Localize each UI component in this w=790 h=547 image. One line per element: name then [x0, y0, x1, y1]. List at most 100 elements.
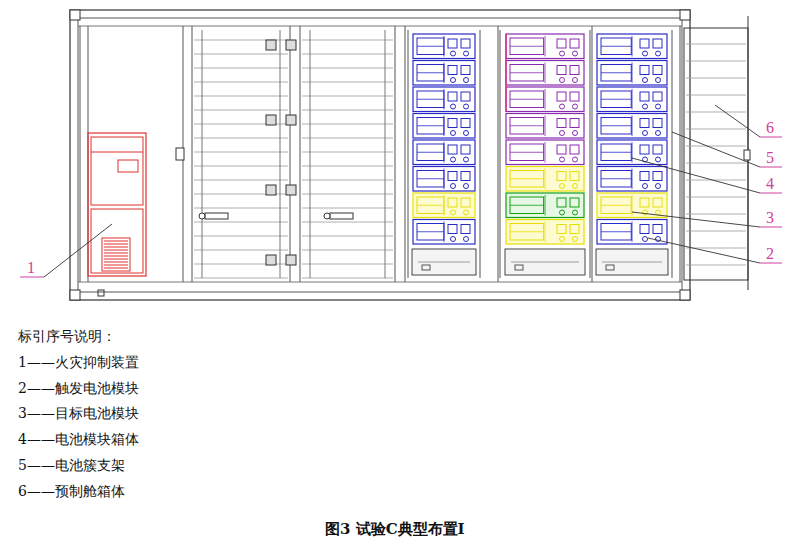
module-terminal — [570, 39, 579, 48]
module-divider — [444, 116, 445, 137]
module-divider — [444, 222, 445, 243]
module-terminal — [570, 145, 579, 154]
module-connector — [656, 104, 661, 109]
base-mark — [515, 265, 523, 270]
flap-slat — [686, 44, 746, 45]
leader-line — [632, 158, 760, 193]
module-divider — [444, 63, 445, 84]
rack-base — [596, 249, 668, 275]
module-panel — [601, 118, 631, 135]
module-terminal — [570, 119, 579, 128]
module-divider — [545, 222, 546, 243]
module-connector — [573, 78, 578, 83]
module-terminal — [640, 92, 649, 101]
module-terminal — [557, 225, 566, 234]
module-panel — [601, 144, 631, 161]
module-line — [417, 99, 444, 100]
module-terminal — [448, 225, 457, 234]
battery-module — [413, 34, 475, 59]
module-connector — [464, 131, 469, 136]
module-connector — [643, 51, 648, 56]
grille-slat — [104, 262, 128, 263]
module-panel — [417, 224, 444, 241]
callout-number: 3 — [766, 208, 774, 227]
module-divider — [444, 142, 445, 163]
module-connector — [656, 210, 661, 215]
module-line — [601, 99, 631, 100]
door-hinge — [266, 255, 276, 265]
flap-latch — [744, 150, 750, 160]
module-connector — [560, 51, 565, 56]
module-connector — [656, 131, 661, 136]
small-mark — [98, 290, 104, 296]
base-mark — [422, 265, 430, 270]
frame-post — [192, 26, 193, 282]
fire-suppression-device — [88, 133, 146, 276]
flap-slat — [686, 214, 746, 215]
module-terminal — [557, 92, 566, 101]
module-line — [601, 231, 631, 232]
module-line — [601, 46, 631, 47]
battery-module — [506, 220, 584, 245]
door-handle — [330, 213, 353, 219]
grille-slat — [104, 268, 128, 269]
door-bar — [202, 30, 203, 278]
module-connector — [573, 184, 578, 189]
module-connector — [451, 237, 456, 242]
module-line — [417, 152, 444, 153]
door-slat — [302, 110, 393, 111]
module-divider — [545, 36, 546, 57]
door-latch — [176, 148, 184, 160]
module-terminal — [570, 66, 579, 75]
vent-grille — [102, 238, 130, 271]
module-terminal — [557, 145, 566, 154]
module-panel — [601, 65, 631, 82]
module-terminal — [557, 39, 566, 48]
grille-slat — [104, 244, 128, 245]
corner-casting — [70, 10, 80, 20]
module-panel — [510, 38, 544, 55]
module-terminal — [640, 145, 649, 154]
module-connector — [573, 131, 578, 136]
door-slat — [302, 194, 393, 195]
container-frame — [70, 10, 690, 300]
corner-casting — [70, 290, 80, 300]
corner-casting — [680, 10, 690, 20]
flap-slat — [686, 146, 746, 147]
module-divider — [444, 36, 445, 57]
module-connector — [643, 184, 648, 189]
module-panel — [510, 224, 544, 241]
door-hinge — [286, 115, 296, 125]
door-slat — [194, 82, 288, 83]
module-terminal — [461, 225, 470, 234]
leader-line — [44, 224, 112, 277]
module-terminal — [448, 145, 457, 154]
door-slat — [194, 68, 288, 69]
module-connector — [451, 157, 456, 162]
module-divider — [444, 89, 445, 110]
module-panel — [510, 144, 544, 161]
battery-module — [413, 87, 475, 112]
corner-casting — [680, 290, 690, 300]
leader-line — [632, 212, 760, 227]
door-slat — [302, 180, 393, 181]
door-slat — [194, 180, 288, 181]
module-panel — [417, 197, 444, 214]
module-panel — [601, 38, 631, 55]
door-slat — [302, 54, 393, 55]
leader-line — [648, 238, 760, 263]
grille-slat — [104, 250, 128, 251]
battery-module — [597, 114, 667, 139]
callout-underline — [760, 263, 782, 264]
battery-module — [597, 193, 667, 218]
key-entry: 1——火灾抑制装置 — [18, 354, 139, 371]
module-connector — [560, 237, 565, 242]
rack-marker — [505, 34, 507, 112]
door-slat — [302, 96, 393, 97]
device-panel — [118, 160, 138, 172]
battery-module — [597, 167, 667, 192]
door-slat — [302, 152, 393, 153]
module-terminal — [461, 172, 470, 181]
callout-number: 5 — [766, 148, 774, 167]
